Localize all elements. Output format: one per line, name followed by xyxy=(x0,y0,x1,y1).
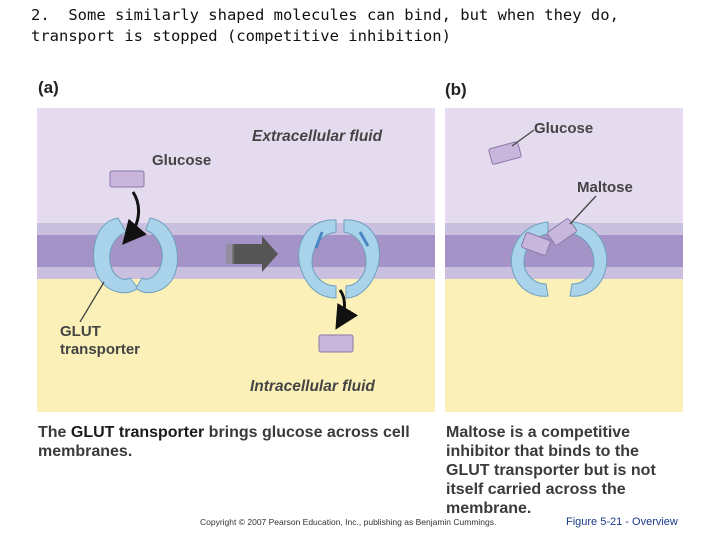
panel-a-intracellular-region xyxy=(37,279,435,412)
panel-a-membrane-bottom xyxy=(37,267,435,279)
panel-a-label: (a) xyxy=(38,78,59,97)
panel-a-extracellular-region xyxy=(37,108,435,223)
glut-leader-line xyxy=(79,281,105,323)
glucose-molecule-b xyxy=(488,141,522,165)
caption-a-emphasis: GLUT transporter xyxy=(70,424,205,441)
extracellular-fluid-label-a: Extracellular fluid xyxy=(252,128,383,145)
glucose-label-a: Glucose xyxy=(152,152,211,169)
panel-a-caption: The GLUT transporter brings glucose acro… xyxy=(38,423,428,461)
arrow-tail-fade xyxy=(226,244,234,264)
glut-label-line2: transporter xyxy=(60,341,140,358)
caption-a-prefix: The xyxy=(38,424,71,441)
maltose-molecule xyxy=(521,218,577,256)
glucose-label-b: Glucose xyxy=(534,120,593,137)
panel-b-intracellular-region xyxy=(445,279,683,412)
glucose-molecule-inside xyxy=(318,334,354,353)
glucose-molecule-outside xyxy=(109,170,145,188)
panel-b-caption: Maltose is a competitive inhibitor that … xyxy=(446,424,656,517)
panel-a-membrane-top xyxy=(37,223,435,235)
glucose-leader-line-b xyxy=(511,129,535,147)
rotation-arrow-right xyxy=(358,231,370,247)
glut-transporter-open-inside xyxy=(298,219,380,299)
intracellular-fluid-label: Intracellular fluid xyxy=(250,378,375,395)
copyright-notice: Copyright © 2007 Pearson Education, Inc.… xyxy=(200,517,497,527)
panel-b-label: (b) xyxy=(445,80,467,99)
panel-a-background xyxy=(37,108,435,412)
slide-title: 2. Some similarly shaped molecules can b… xyxy=(31,6,629,45)
panel-b-extracellular-region xyxy=(445,108,683,223)
rotation-arrow-left xyxy=(314,231,324,249)
figure-reference: Figure 5-21 - Overview xyxy=(566,516,678,528)
panel-b-membrane-bottom xyxy=(445,267,683,279)
glut-transporter-open-outside xyxy=(93,217,178,294)
maltose-leader-line xyxy=(569,195,597,225)
glut-label-line1: GLUT xyxy=(60,323,101,340)
binding-arrow xyxy=(122,191,147,245)
maltose-label: Maltose xyxy=(577,179,633,196)
caption-a-suffix: brings glucose across cell membranes. xyxy=(38,424,410,460)
panel-b-background xyxy=(445,108,683,412)
conformational-change-arrow xyxy=(232,236,278,272)
release-arrow xyxy=(335,289,359,330)
